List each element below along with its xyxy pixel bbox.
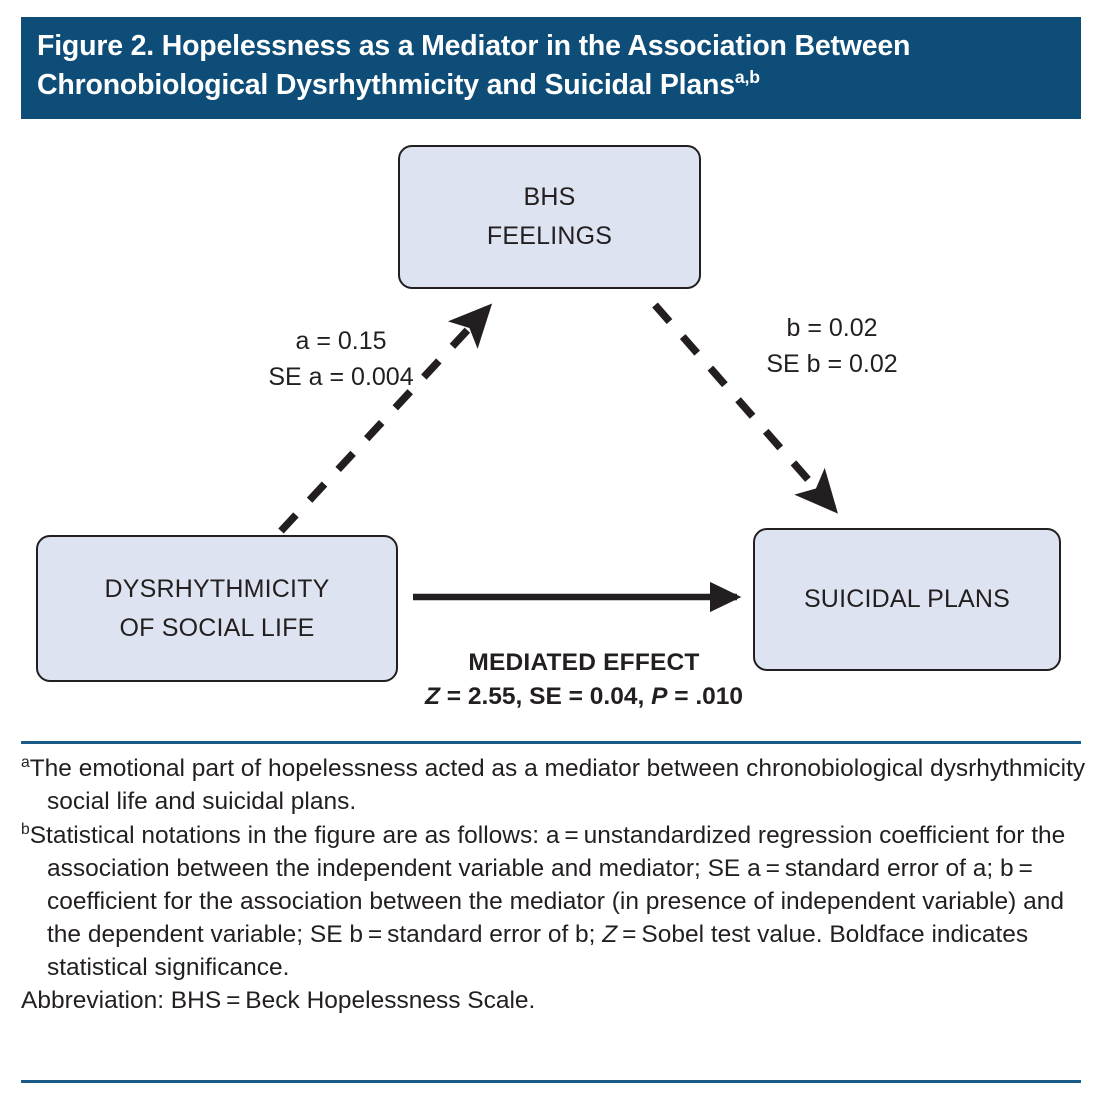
mediated-effect-stats-suffix: = .010 [667, 682, 744, 710]
node-dysrhythmicity-of-social-life[interactable]: DYSRHYTHMICITY OF SOCIAL LIFE [36, 535, 398, 682]
footnote-top-rule [21, 741, 1081, 744]
label-a-path: a = 0.15 SE a = 0.004 [236, 323, 446, 396]
mediated-effect-title: MEDIATED EFFECT [468, 649, 700, 676]
footnote-b: bStatistical notations in the figure are… [21, 819, 1091, 985]
footnote-a-marker: a [21, 754, 30, 771]
label-mediated-effect: MEDIATED EFFECT Z = 2.55, SE = 0.04, P =… [404, 647, 764, 713]
arrow-a-path [278, 303, 493, 534]
node-dysrhythmicity-line-2: OF SOCIAL LIFE [119, 613, 315, 642]
mediated-effect-p-symbol: P [651, 682, 668, 710]
footnote-b-text-part-2: = Sobel test value. Boldface indicates s… [47, 920, 1029, 981]
label-a-standard-error: SE a = 0.004 [268, 363, 414, 392]
footnote-a-text: The emotional part of hopelessness acted… [29, 755, 1086, 816]
footnote-bottom-rule [21, 1080, 1081, 1083]
label-b-standard-error: SE b = 0.02 [766, 350, 898, 379]
arrow-b-path [652, 302, 838, 514]
label-b-path: b = 0.02 SE b = 0.02 [722, 310, 942, 383]
footnotes: aThe emotional part of hopelessness acte… [21, 752, 1091, 1018]
node-dysrhythmicity-line-1: DYSRHYTHMICITY [104, 574, 330, 603]
title-superscript: a,b [734, 66, 760, 87]
diagram-arrows-layer [278, 302, 838, 613]
title-line-2: Chronobiological Dysrhythmicity and Suic… [37, 68, 735, 101]
footnote-b-z-symbol: Z [602, 920, 618, 948]
node-bhs-feelings-line-2: FEELINGS [486, 222, 613, 250]
footnote-b-text-part-1: Statistical notations in the figure are … [29, 822, 1066, 948]
title-line-1: Figure 2. Hopelessness as a Mediator in … [37, 30, 911, 62]
footnote-abbreviation: Abbreviation: BHS = Beck Hopelessness Sc… [21, 986, 536, 1014]
node-bhs-feelings[interactable]: BHS FEELINGS [398, 145, 701, 289]
page-title: Figure 2. Hopelessness as a Mediator in … [37, 28, 1065, 105]
label-a-coefficient: a = 0.15 [295, 327, 387, 355]
node-suicidal-plans[interactable]: SUICIDAL PLANS [753, 528, 1061, 671]
label-b-coefficient: b = 0.02 [786, 314, 878, 342]
footnote-a: aThe emotional part of hopelessness acte… [21, 752, 1091, 819]
node-bhs-feelings-line-1: BHS [523, 183, 576, 212]
mediation-diagram: BHS FEELINGS DYSRHYTHMICITY OF SOCIAL LI… [0, 119, 1118, 737]
mediated-effect-z-symbol: Z [424, 682, 440, 710]
figure-title-bar: Figure 2. Hopelessness as a Mediator in … [21, 17, 1081, 119]
mediated-effect-stats: Z = 2.55, SE = 0.04, P = .010 [404, 681, 764, 713]
node-suicidal-plans-label: SUICIDAL PLANS [803, 585, 1011, 614]
mediated-effect-stats-mid: = 2.55, SE = 0.04, [439, 682, 652, 710]
footnote-b-marker: b [21, 820, 30, 838]
